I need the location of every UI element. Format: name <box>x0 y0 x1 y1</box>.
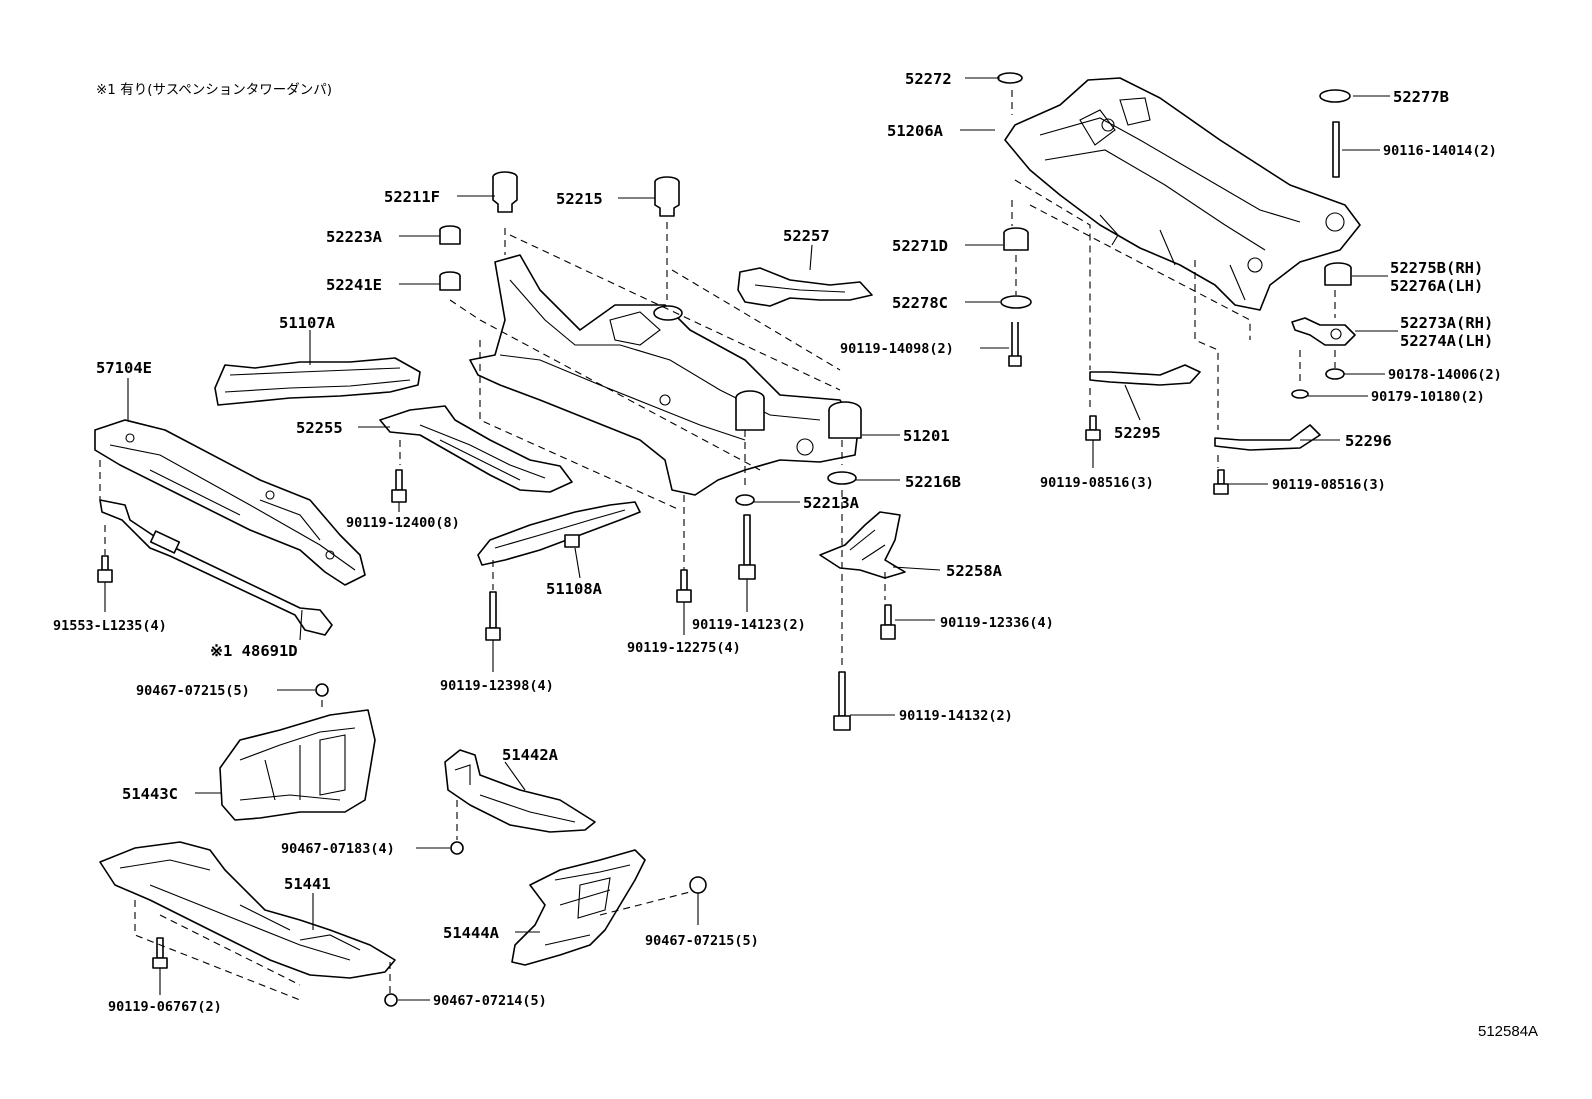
cover-51444A <box>511 849 646 966</box>
label-90179-10180: 90179-10180(2) <box>1371 389 1485 405</box>
label-52241E: 52241E <box>326 276 382 294</box>
footnote: ※1 有り(サスペンションタワーダンパ) <box>96 82 332 98</box>
label-57104E: 57104E <box>96 359 152 377</box>
bushings-rear <box>997 72 1352 399</box>
label-90178-14006: 90178-14006(2) <box>1388 367 1502 383</box>
label-90119-06767: 90119-06767(2) <box>108 999 222 1015</box>
bushings-front <box>439 171 857 506</box>
brace-52255 <box>379 405 573 493</box>
label-90467-07215-top: 90467-07215(5) <box>136 683 250 699</box>
alignment-lines <box>99 90 1336 1001</box>
label-90119-08516-left: 90119-08516(3) <box>1040 475 1154 491</box>
arm-52295 <box>1089 364 1201 386</box>
label-51201: 51201 <box>903 427 950 445</box>
label-90119-14123: 90119-14123(2) <box>692 617 806 633</box>
label-91553-L1235: 91553-L1235(4) <box>53 618 167 634</box>
label-52213A: 52213A <box>803 494 860 512</box>
label-90119-12275: 90119-12275(4) <box>627 640 741 656</box>
label-52276A: 52276A(LH) <box>1390 277 1483 295</box>
under-cover-51443C <box>219 709 376 821</box>
label-52274A: 52274A(LH) <box>1400 332 1493 350</box>
label-90119-12398: 90119-12398(4) <box>440 678 554 694</box>
label-90119-12336: 90119-12336(4) <box>940 615 1054 631</box>
label-51206A: 51206A <box>887 122 944 140</box>
rear-suspension-member <box>1004 77 1361 311</box>
label-52271D: 52271D <box>892 237 948 255</box>
cover-51442A <box>444 749 596 833</box>
brace-52257 <box>737 267 873 307</box>
label-90119-08516-right: 90119-08516(3) <box>1272 477 1386 493</box>
label-51442A: 51442A <box>502 746 559 764</box>
label-51108A: 51108A <box>546 580 603 598</box>
label-90467-07183: 90467-07183(4) <box>281 841 395 857</box>
leader-lines <box>104 77 1398 1001</box>
part-labels: 52272 51206A 52277B 90116-14014(2) 52211… <box>53 70 1502 1015</box>
label-90116-14014: 90116-14014(2) <box>1383 143 1497 159</box>
label-51107A: 51107A <box>279 314 336 332</box>
suspension-tower-damper <box>99 499 333 636</box>
engine-under-cover-51441 <box>99 841 396 979</box>
label-52295: 52295 <box>1114 424 1161 442</box>
label-51444A: 51444A <box>443 924 500 942</box>
label-90119-14098: 90119-14098(2) <box>840 341 954 357</box>
bracket-51108A <box>477 501 641 566</box>
label-52216B: 52216B <box>905 473 961 491</box>
bolts <box>97 322 1229 1007</box>
bracket-52258A <box>819 511 906 579</box>
label-51443C: 51443C <box>122 785 178 803</box>
label-90119-14132: 90119-14132(2) <box>899 708 1013 724</box>
label-52277B: 52277B <box>1393 88 1449 106</box>
label-52255: 52255 <box>296 419 343 437</box>
label-90467-07215-bottom: 90467-07215(5) <box>645 933 759 949</box>
label-51441: 51441 <box>284 875 331 893</box>
label-52296: 52296 <box>1345 432 1392 450</box>
bracket-52273A <box>1291 317 1356 346</box>
label-52273A: 52273A(RH) <box>1400 314 1493 332</box>
label-52278C: 52278C <box>892 294 948 312</box>
label-52258A: 52258A <box>946 562 1003 580</box>
label-52211F: 52211F <box>384 188 440 206</box>
label-52215: 52215 <box>556 190 603 208</box>
bracket-51107A <box>214 357 421 406</box>
label-90119-12400: 90119-12400(8) <box>346 515 460 531</box>
label-52272: 52272 <box>905 70 952 88</box>
crossmember-57104E <box>94 419 366 586</box>
label-90467-07214: 90467-07214(5) <box>433 993 547 1009</box>
label-52223A: 52223A <box>326 228 383 246</box>
arm-52296 <box>1214 424 1321 451</box>
front-suspension-member <box>469 254 862 496</box>
label-48691D: ※1 48691D <box>210 642 298 660</box>
diagram-reference: 512584A <box>1478 1023 1538 1040</box>
label-52275B: 52275B(RH) <box>1390 259 1483 277</box>
label-52257: 52257 <box>783 227 830 245</box>
